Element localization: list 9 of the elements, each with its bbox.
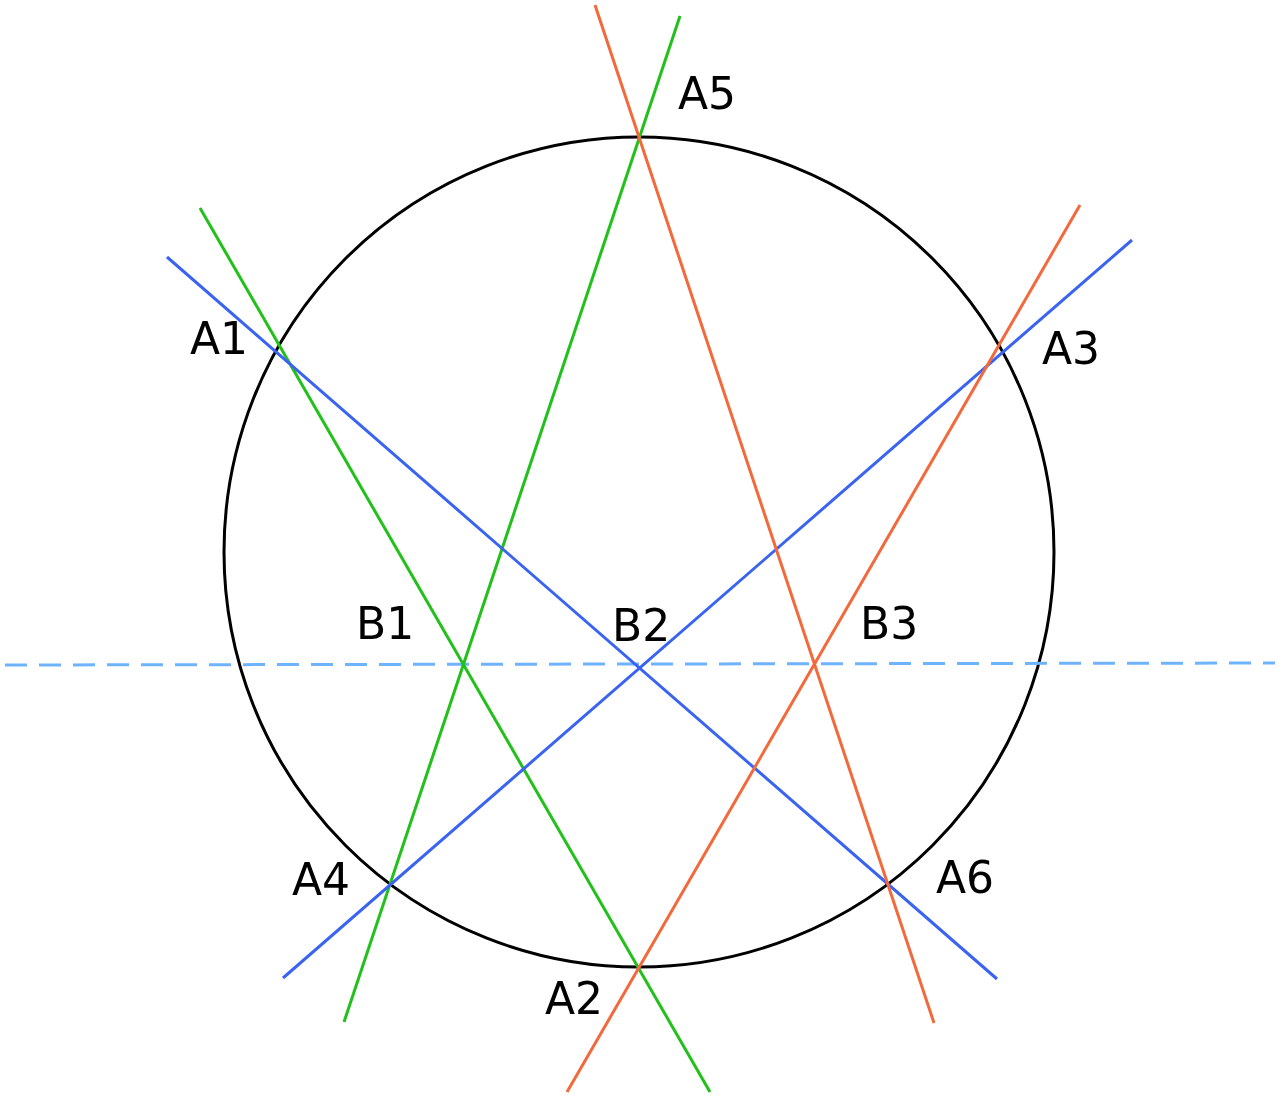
point-label: A4	[292, 858, 351, 902]
point-label: A5	[678, 72, 737, 116]
point-label: A3	[1042, 327, 1101, 371]
point-label: B3	[860, 602, 919, 646]
point-label: B1	[356, 602, 415, 646]
point-label: A1	[190, 317, 249, 361]
point-label: A6	[936, 856, 995, 900]
point-label: B2	[612, 604, 671, 648]
point-label: A2	[545, 977, 604, 1021]
